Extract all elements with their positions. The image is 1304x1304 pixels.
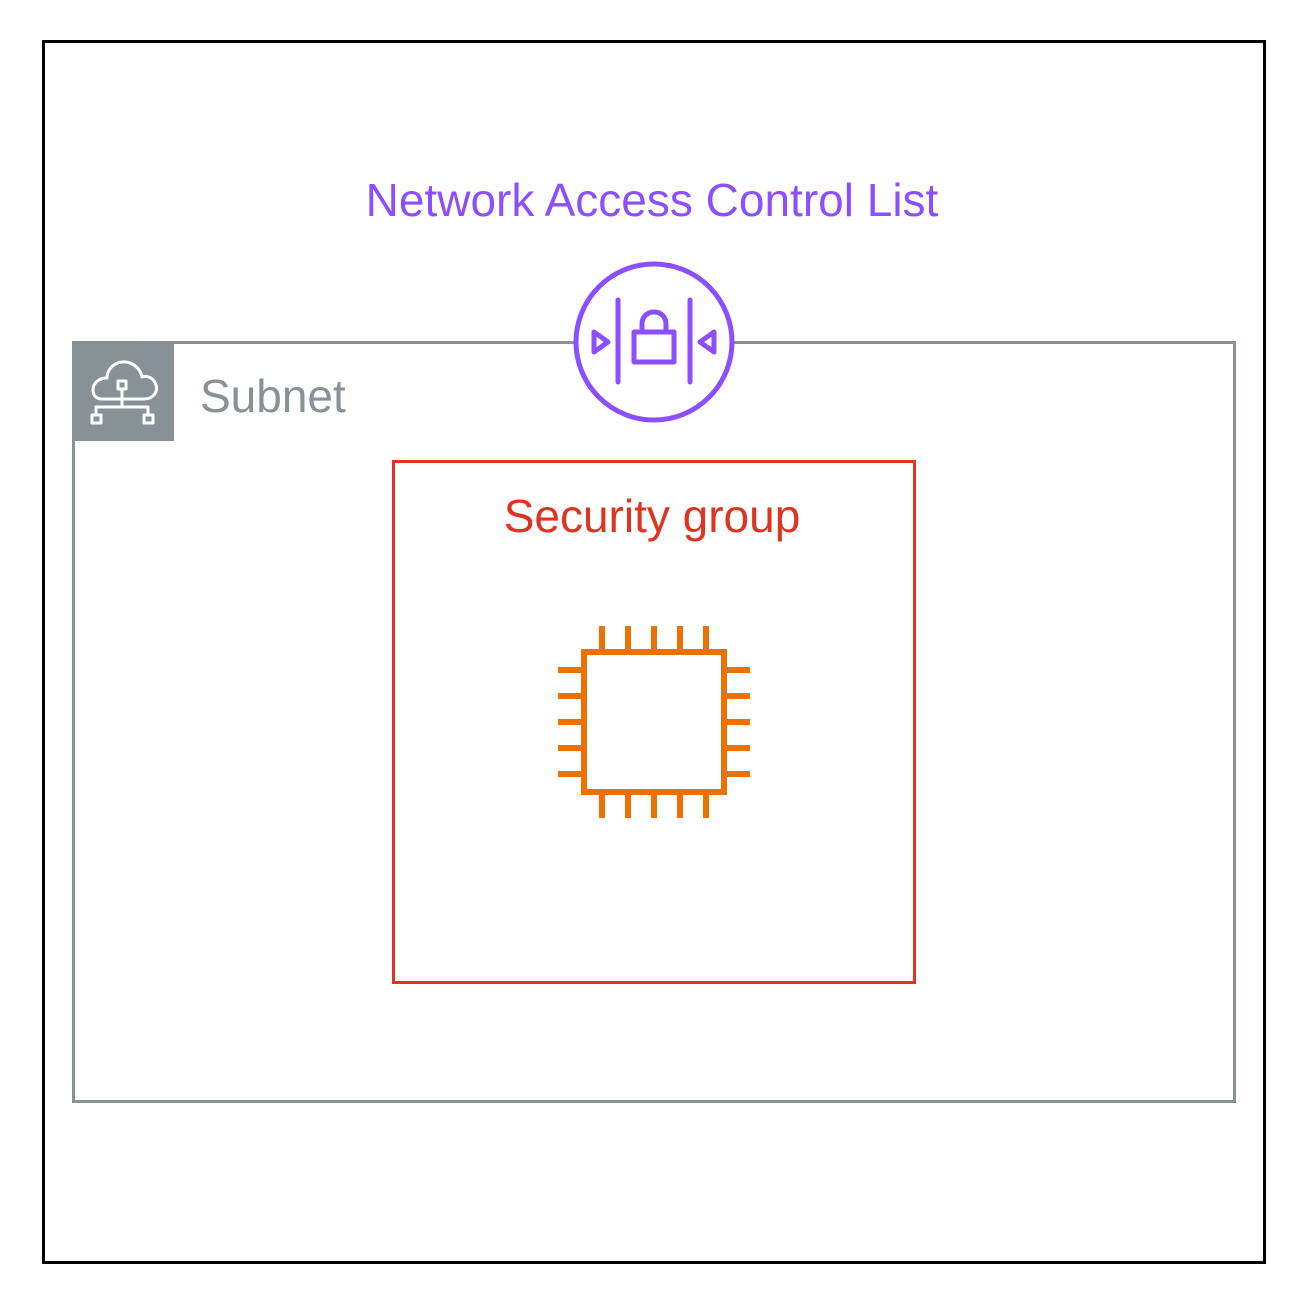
- security-group-label: Security group: [503, 490, 801, 542]
- ec2-instance-chip-icon: [556, 624, 752, 820]
- network-acl-icon: [572, 260, 736, 424]
- outer-frame: [42, 40, 1266, 1264]
- subnet-cloud-icon: [72, 341, 174, 441]
- subnet-label: Subnet: [200, 370, 346, 422]
- security-group-box: [392, 460, 916, 984]
- nacl-label: Network Access Control List: [365, 174, 939, 226]
